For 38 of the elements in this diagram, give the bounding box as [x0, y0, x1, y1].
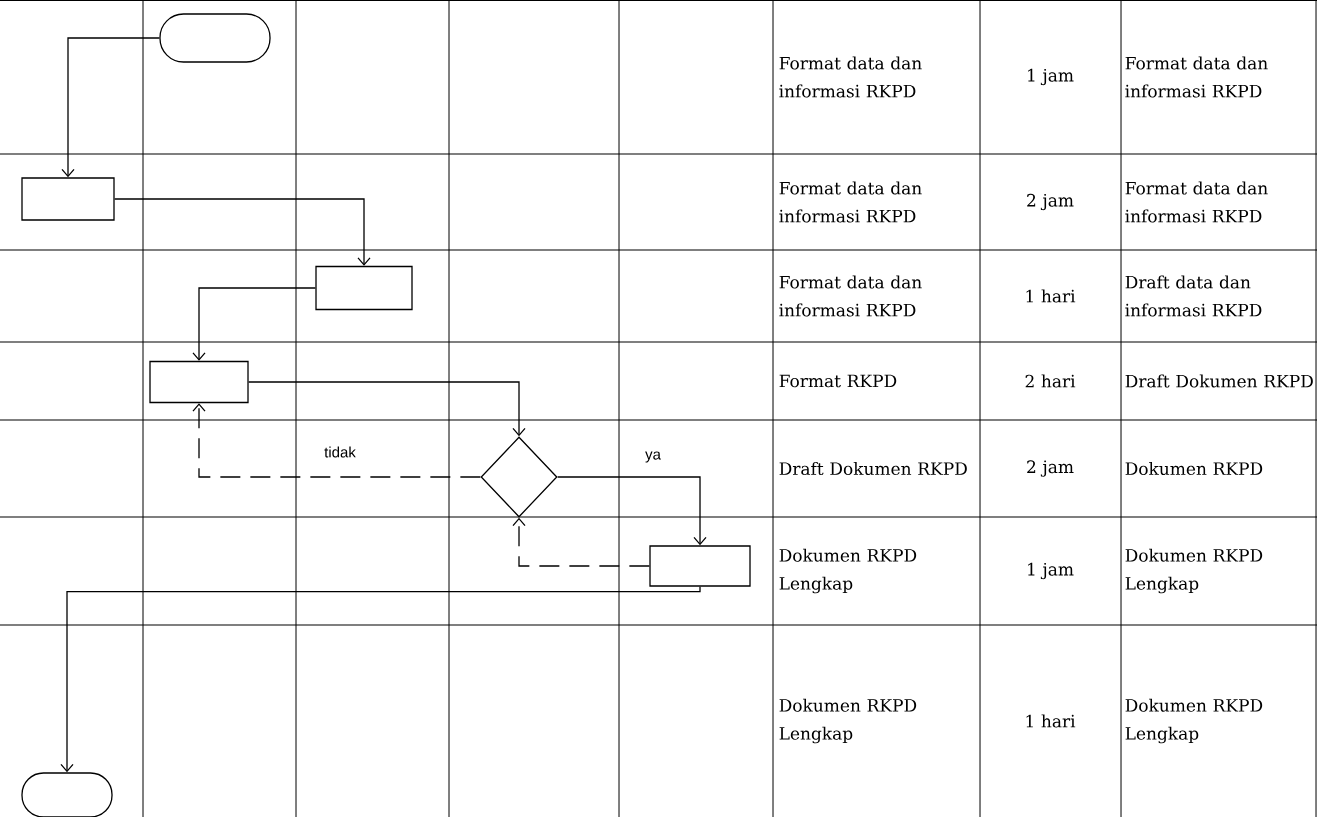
edge-label: ya — [644, 450, 662, 464]
cell-text: 1 jam — [1028, 562, 1074, 580]
process-box — [649, 545, 751, 587]
cell-text: Format RKPD — [779, 374, 897, 388]
arrow — [557, 476, 707, 546]
cell-text: Draft Dokumen RKPD — [1125, 374, 1313, 388]
cell-text: 2 jam — [1027, 460, 1074, 477]
cell-text: Format data dan informasi RKPD — [779, 181, 922, 223]
cell-text: 2 hari — [1025, 374, 1076, 388]
terminal-shape — [159, 13, 271, 63]
process-box — [315, 265, 413, 311]
cell-text: Draft data dan informasi RKPD — [1125, 275, 1262, 317]
cell-text: Dokumen RKPD Lengkap — [1125, 698, 1263, 744]
cell-text: 1 hari — [1026, 714, 1076, 728]
cell-text: Dokumen RKPD Lengkap — [1125, 548, 1263, 594]
arrow — [114, 198, 371, 266]
decision-diamond — [480, 436, 558, 518]
cell-text: 1 hari — [1026, 289, 1076, 303]
cell-text: Format data dan informasi RKPD — [779, 56, 922, 98]
process-box — [149, 360, 249, 404]
arrow — [60, 586, 701, 773]
arrow — [248, 381, 526, 437]
cell-text: Dokumen RKPD — [1125, 461, 1263, 476]
cell-text: Dokumen RKPD Lengkap — [779, 548, 917, 594]
edge-label: tidak — [323, 445, 357, 459]
cell-text: Format data dan informasi RKPD — [1125, 56, 1268, 98]
cell-text: 2 jam — [1027, 193, 1074, 211]
arrow — [192, 403, 481, 478]
cell-text: 1 jam — [1028, 68, 1074, 86]
cell-text: Format data dan informasi RKPD — [779, 275, 922, 317]
cell-text: Draft Dokumen RKPD — [779, 461, 967, 476]
arrow — [512, 517, 650, 567]
cell-text: Format data dan informasi RKPD — [1125, 181, 1268, 223]
arrow — [61, 37, 160, 178]
cell-text: Dokumen RKPD Lengkap — [779, 698, 917, 744]
arrow — [192, 287, 316, 361]
process-box — [21, 177, 115, 221]
terminal-shape — [21, 772, 113, 817]
